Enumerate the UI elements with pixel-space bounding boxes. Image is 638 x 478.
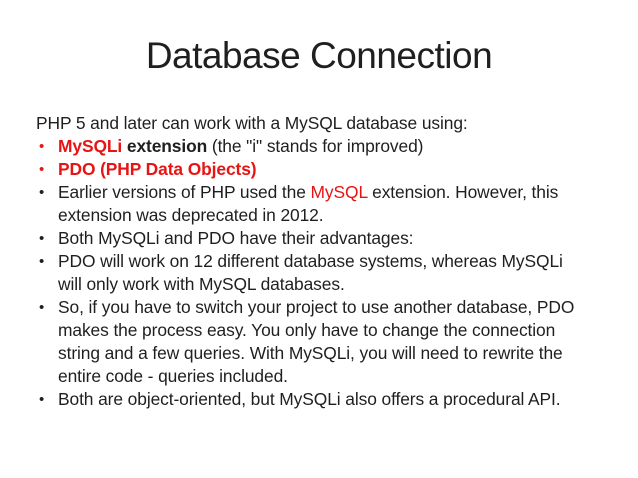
text-segment: makes the process easy. You only have to… [58, 320, 556, 340]
text-line: So, if you have to switch your project t… [58, 296, 612, 319]
text-line: entire code - queries included. [58, 365, 612, 388]
list-item: • Both are object-oriented, but MySQLi al… [36, 388, 612, 411]
bullet-icon: • [39, 184, 45, 201]
bullet-text: MySQLi extension (the "i" stands for imp… [58, 135, 612, 158]
text-segment: (the "i" stands for improved) [207, 136, 424, 156]
text-line: makes the process easy. You only have to… [58, 319, 612, 342]
bullet-icon: • [39, 253, 45, 270]
bullet-text: Both MySQLi and PDO have their advantage… [58, 227, 612, 250]
text-segment: extension [122, 136, 208, 156]
text-line: PDO will work on 12 different database s… [58, 250, 612, 273]
bullet-text: So, if you have to switch your project t… [58, 296, 612, 388]
list-item: • Both MySQLi and PDO have their advantag… [36, 227, 612, 250]
list-item: • So, if you have to switch your project … [36, 296, 612, 388]
text-segment: Earlier versions of PHP used the [58, 182, 311, 202]
list-item: • PDO (PHP Data Objects) [36, 158, 612, 181]
text-line: will only work with MySQL databases. [58, 273, 612, 296]
slide-title: Database Connection [145, 35, 493, 76]
slide-body: PHP 5 and later can work with a MySQL da… [36, 112, 612, 411]
text-line: string and a few queries. With MySQLi, y… [58, 342, 612, 365]
text-segment: Both MySQLi and PDO have their advantage… [58, 228, 414, 248]
text-line: Both MySQLi and PDO have their advantage… [58, 227, 612, 250]
bullet-icon: • [39, 230, 45, 247]
text-segment: MySQLi [58, 136, 123, 156]
text-segment: string and a few queries. With MySQLi, y… [58, 343, 563, 363]
intro-line: PHP 5 and later can work with a MySQL da… [36, 113, 468, 133]
text-segment: Both are object-oriented, but MySQLi als… [58, 389, 561, 409]
bullet-text: Earlier versions of PHP used the MySQL e… [58, 181, 612, 227]
text-segment: PDO (PHP Data Objects) [58, 159, 257, 179]
list-item: • Earlier versions of PHP used the MySQL … [36, 181, 612, 227]
text-line: MySQLi extension (the "i" stands for imp… [58, 135, 612, 158]
bullet-text: PDO (PHP Data Objects) [58, 158, 612, 181]
bullet-text: Both are object-oriented, but MySQLi als… [58, 388, 612, 411]
text-segment: So, if you have to switch your project t… [58, 297, 575, 317]
text-line: Earlier versions of PHP used the MySQL e… [58, 181, 612, 204]
text-line: extension was deprecated in 2012. [58, 204, 612, 227]
bullet-icon: • [39, 391, 45, 408]
bullet-icon: • [39, 161, 45, 178]
text-segment: PDO will work on 12 different database s… [58, 251, 563, 271]
list-item: • MySQLi extension (the "i" stands for im… [36, 135, 612, 158]
text-segment: entire code - queries included. [58, 366, 288, 386]
text-segment: MySQL [310, 182, 368, 202]
list-item: • PDO will work on 12 different database … [36, 250, 612, 296]
bullet-list: • MySQLi extension (the "i" stands for im… [36, 135, 612, 411]
text-segment: extension. However, this [367, 182, 559, 202]
text-line: PDO (PHP Data Objects) [58, 158, 612, 181]
bullet-text: PDO will work on 12 different database s… [58, 250, 612, 296]
text-segment: extension was deprecated in 2012. [58, 205, 324, 225]
bullet-icon: • [39, 138, 45, 155]
text-segment: will only work with MySQL databases. [58, 274, 345, 294]
text-line: Both are object-oriented, but MySQLi als… [58, 388, 612, 411]
bullet-icon: • [39, 299, 45, 316]
